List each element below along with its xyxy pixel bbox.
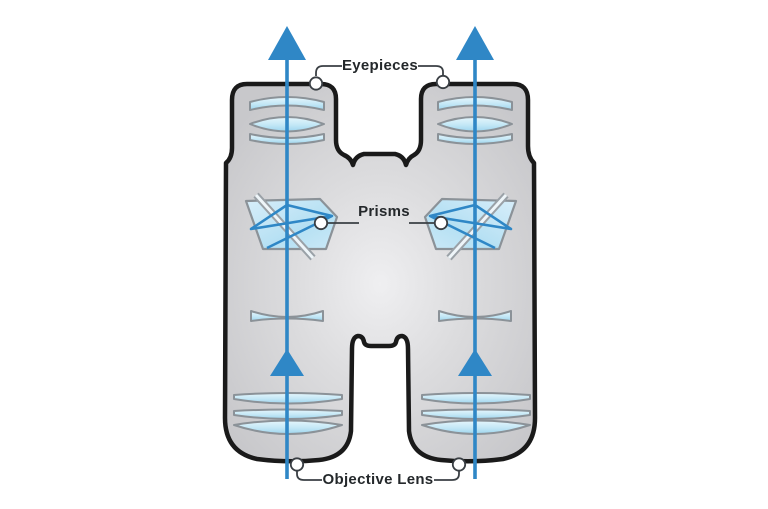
callout-eyepieces — [308, 65, 451, 91]
callout-dot — [451, 457, 467, 472]
eyepieces-label: Eyepieces — [341, 57, 419, 74]
callout-dot — [433, 215, 449, 231]
up-arrow-icon-top-right — [456, 26, 494, 60]
callout-dot — [313, 215, 329, 231]
callout-dot — [289, 457, 305, 472]
up-arrow-icon-mid-right — [458, 349, 492, 376]
prisms-label: Prisms — [358, 203, 410, 220]
callout-objective-lens — [289, 457, 467, 481]
callout-prisms — [313, 215, 449, 231]
callout-dot — [308, 76, 324, 91]
binocular-body — [222, 81, 538, 464]
up-arrow-icon-top-left — [268, 26, 306, 60]
objective-lens-label: Objective Lens — [322, 471, 434, 488]
callout-dot — [435, 74, 451, 90]
up-arrow-icon-mid-left — [270, 349, 304, 376]
